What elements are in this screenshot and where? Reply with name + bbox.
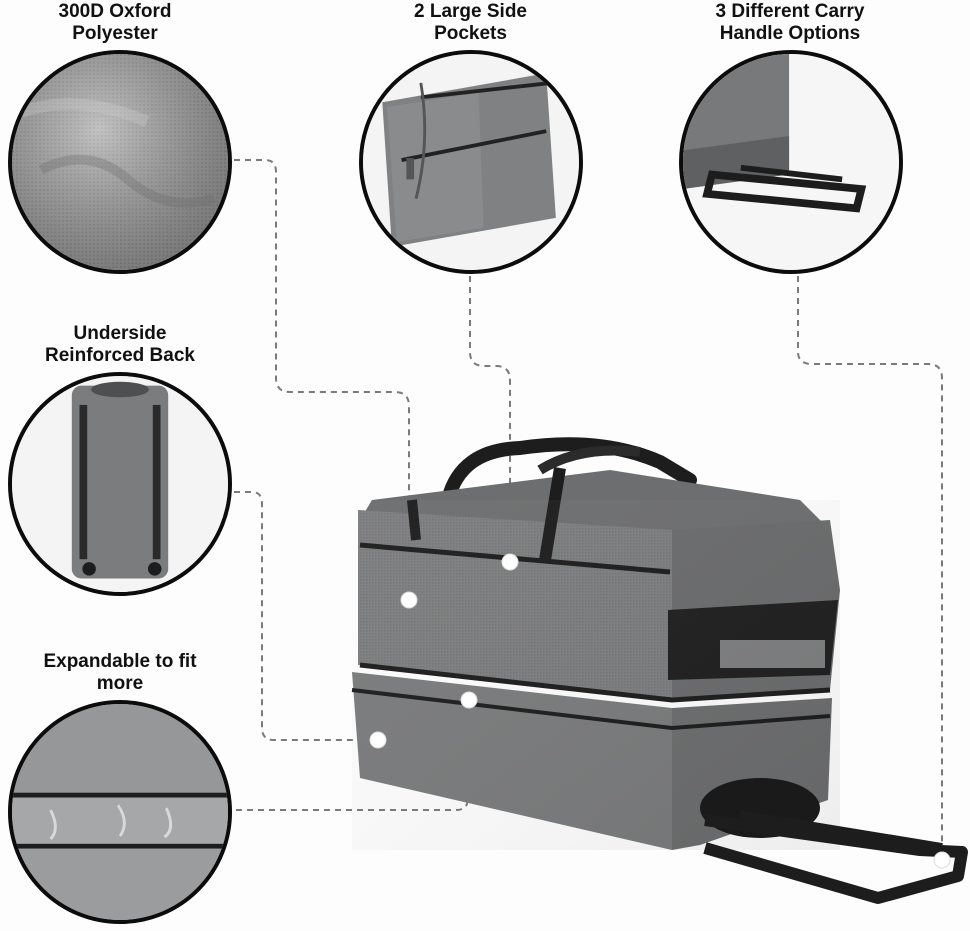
fabric-marker [400, 591, 418, 609]
fabric-closeup-image [8, 50, 232, 274]
bag-group [351, 437, 968, 904]
fabric-texture-icon [12, 54, 228, 270]
handle-closeup-image [679, 50, 903, 274]
reinforced-back-icon [12, 376, 228, 592]
label-pockets: 2 Large Side Pockets [414, 1, 527, 44]
label-expand: Expandable to fit more [43, 651, 197, 694]
side-pocket-icon [363, 54, 579, 270]
expandable-section-closeup-image [8, 700, 232, 924]
side-pocket-closeup-image [359, 50, 583, 274]
expand-marker [460, 691, 478, 709]
pockets-marker [501, 553, 519, 571]
label-back: Underside Reinforced Back [45, 323, 195, 366]
back-marker [369, 731, 387, 749]
handle-marker [933, 851, 951, 869]
reinforced-back-closeup-image [8, 372, 232, 596]
label-fabric: 300D Oxford Polyester [58, 1, 172, 44]
label-handle: 3 Different Carry Handle Options [715, 1, 865, 44]
